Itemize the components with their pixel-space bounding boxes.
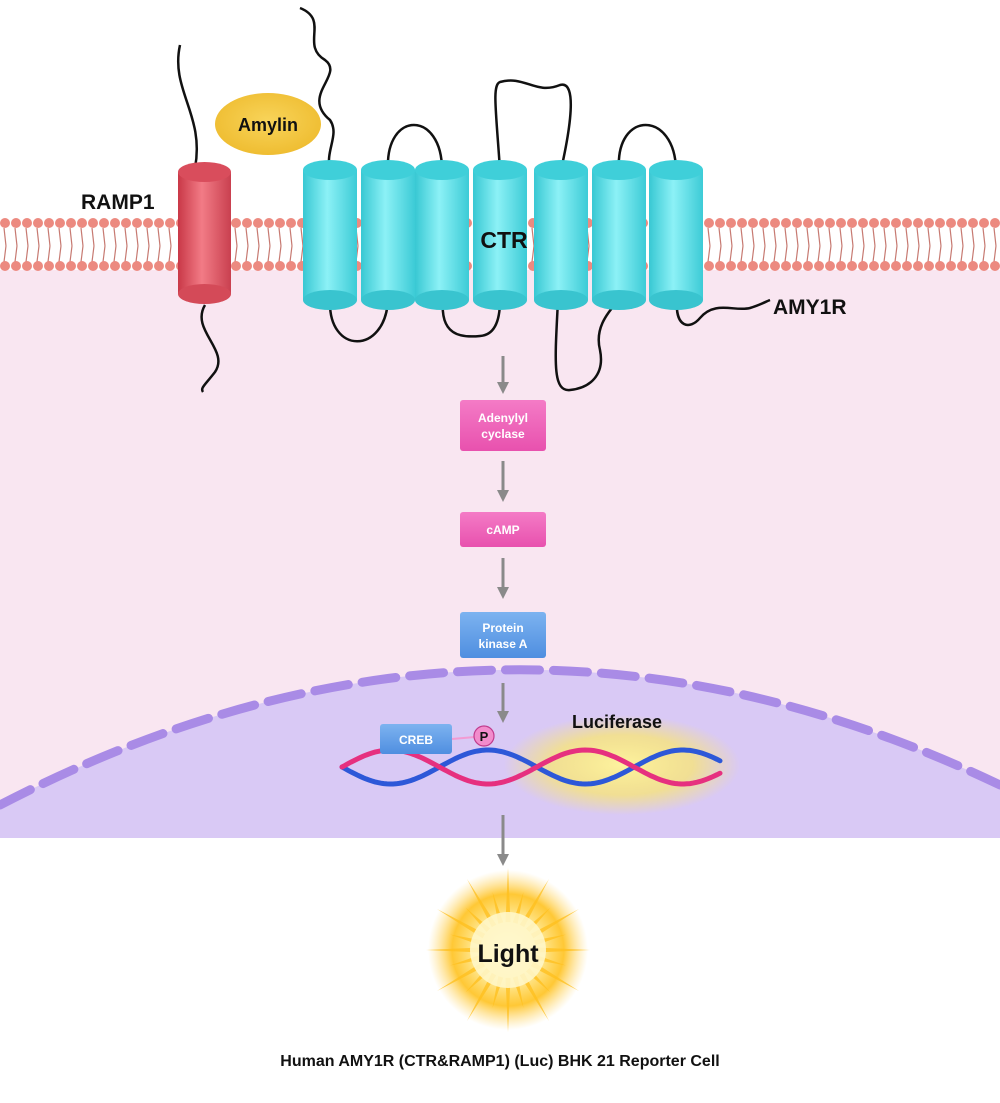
svg-text:cAMP: cAMP [486, 523, 519, 537]
nucleus [0, 669, 1000, 838]
protein-kinase-a-box: Protein kinase A [460, 612, 546, 658]
camp-box: cAMP [460, 512, 546, 547]
nuclear-envelope [0, 665, 1000, 810]
amylin-ligand [215, 93, 321, 155]
amy1r-label: AMY1R [773, 296, 847, 319]
ctr-loops [299, 6, 771, 392]
svg-text:CREB: CREB [399, 733, 433, 747]
ramp1-label: RAMP1 [81, 191, 155, 214]
amylin-label: Amylin [238, 115, 298, 135]
figure-caption: Human AMY1R (CTR&RAMP1) (Luc) BHK 21 Rep… [280, 1053, 720, 1070]
creb-phospho-link [451, 736, 476, 740]
adenylyl-cyclase-box: Adenylyl cyclase [460, 400, 546, 451]
svg-text:Adenylyl: Adenylyl [478, 411, 528, 425]
ctr-label: CTR [480, 227, 528, 253]
ctr-helices [303, 160, 703, 310]
light-burst [426, 868, 590, 1032]
luciferase-glow [504, 715, 740, 815]
ramp1-protein [177, 44, 231, 393]
svg-text:cyclase: cyclase [481, 427, 525, 441]
svg-text:P: P [480, 729, 489, 744]
svg-text:kinase A: kinase A [479, 637, 528, 651]
svg-text:Protein: Protein [482, 621, 523, 635]
phosphate-circle: P [473, 725, 495, 747]
light-label: Light [477, 940, 539, 968]
luciferase-label: Luciferase [572, 712, 662, 732]
creb-box: CREB [380, 724, 452, 754]
